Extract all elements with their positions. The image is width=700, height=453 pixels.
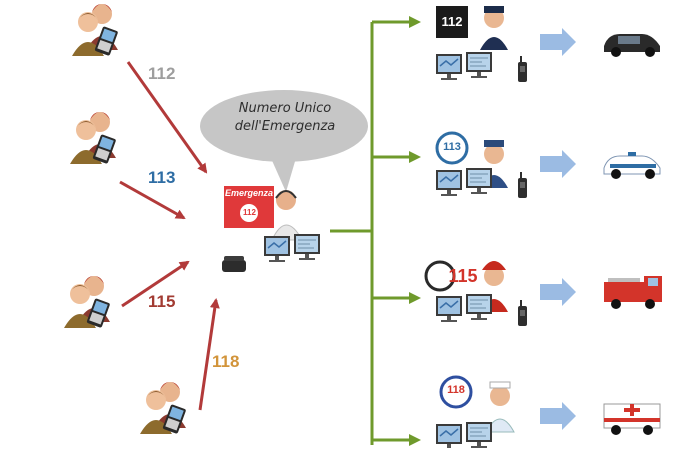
central-operator [222, 186, 321, 272]
service-logo-112-text: 112 [441, 14, 463, 29]
service-row-fire [424, 260, 662, 326]
badge-label: Emergenza [224, 188, 274, 198]
logo-115-ring [424, 260, 456, 292]
desk-telephone [222, 256, 246, 272]
caller-group-112 [72, 4, 119, 57]
service-row-carabinieri [435, 6, 660, 82]
service-logo-113-text: 113 [443, 141, 461, 153]
service-logo-115-text: 115 [448, 266, 478, 286]
caller-group-115 [64, 276, 111, 329]
medic-icon [490, 386, 510, 406]
ambulance-icon [603, 403, 661, 435]
service-logo-118-text: 118 [447, 384, 465, 396]
firefighter-icon [484, 266, 504, 286]
caller-arrow-112 [126, 61, 208, 174]
caller-arrow-118 [198, 298, 220, 411]
carabinieri-car-icon [604, 34, 660, 57]
caller-group-118 [140, 382, 187, 435]
logo-112 [436, 6, 468, 38]
speech-bubble [200, 90, 368, 192]
logo-113 [435, 131, 469, 165]
badge-number: 112 [243, 208, 256, 217]
caller-arrow-115 [121, 260, 190, 308]
caller-group-113 [70, 112, 117, 165]
caller-label-113: 113 [148, 168, 176, 187]
fire-truck-icon [604, 276, 662, 309]
caller-label-112: 112 [148, 64, 176, 83]
caller-arrow-113 [119, 180, 186, 220]
bubble-line-2: dell'Emergenza [234, 119, 336, 134]
bubble-caption: Numero Unico dell'Emergenza [200, 100, 370, 136]
police-car-icon [603, 152, 661, 179]
dispatch-tree [330, 16, 421, 446]
caller-label-115: 115 [148, 292, 176, 311]
operator-head [276, 190, 296, 210]
logo-118 [439, 375, 473, 409]
service-row-medical [435, 375, 661, 451]
service-row-polizia [435, 131, 661, 198]
caller-label-118: 118 [212, 352, 240, 371]
bubble-line-1: Numero Unico [238, 101, 332, 116]
police-officer-icon [484, 144, 504, 164]
